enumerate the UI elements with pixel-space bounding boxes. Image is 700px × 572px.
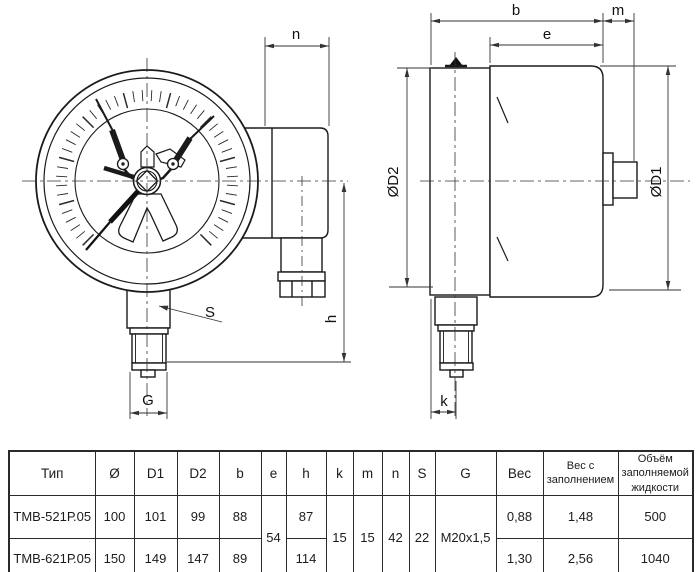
cell-dia-1: 100 bbox=[94, 494, 135, 539]
fill-plug-mark bbox=[449, 57, 463, 66]
cell-volume-1: 500 bbox=[617, 494, 694, 539]
cell-weight-2: 1,30 bbox=[495, 537, 544, 572]
cell-m-merged: 15 bbox=[352, 494, 383, 572]
cell-dia-2: 150 bbox=[94, 537, 135, 572]
col-header-n: n bbox=[381, 450, 410, 496]
col-header-d1: D1 bbox=[133, 450, 178, 496]
col-header-weight: Вес bbox=[495, 450, 544, 496]
dim-label-h: h bbox=[323, 315, 340, 323]
dim-label-m: m bbox=[612, 2, 625, 19]
dimension-k: k bbox=[430, 299, 457, 419]
balance-arm bbox=[103, 165, 138, 181]
spec-table: Тип Ø D1 D2 b e h k m n S G Вес Вес с за… bbox=[8, 450, 694, 572]
dimension-d1: ØD1 bbox=[600, 65, 681, 291]
dim-label-e: e bbox=[543, 26, 551, 43]
cell-d1-1: 101 bbox=[133, 494, 178, 539]
cell-b-1: 88 bbox=[218, 494, 262, 539]
dim-label-s: S bbox=[205, 304, 215, 321]
col-header-s: S bbox=[408, 450, 436, 496]
col-header-k: k bbox=[325, 450, 354, 496]
case-side bbox=[429, 57, 638, 298]
cell-d1-2: 149 bbox=[133, 537, 178, 572]
col-header-h: h bbox=[285, 450, 327, 496]
cell-h-1: 87 bbox=[285, 494, 327, 539]
col-header-volume: Объём заполняемой жидкости bbox=[617, 450, 694, 496]
setpoint-pointer-right bbox=[153, 115, 215, 183]
cell-s-merged: 22 bbox=[408, 494, 436, 572]
table-row: ТМВ-621Р.05 150 149 147 89 114 1,30 2,56… bbox=[8, 537, 694, 572]
side-view: b m e ØD2 bbox=[385, 2, 690, 419]
dimension-m: m bbox=[603, 2, 635, 161]
cell-type-2: ТМВ-621Р.05 bbox=[8, 537, 96, 572]
dimension-b: b bbox=[430, 2, 604, 65]
col-header-type: Тип bbox=[8, 450, 96, 496]
col-header-e: e bbox=[260, 450, 287, 496]
dim-label-d1: ØD1 bbox=[648, 167, 665, 198]
cell-weight-filled-1: 1,48 bbox=[542, 494, 619, 539]
cell-e-merged: 54 bbox=[260, 494, 287, 572]
setpoint-knob bbox=[612, 161, 638, 199]
col-header-g: G bbox=[434, 450, 497, 496]
cell-weight-filled-2: 2,56 bbox=[542, 537, 619, 572]
col-header-m: m bbox=[352, 450, 383, 496]
col-header-b: b bbox=[218, 450, 262, 496]
cell-d2-2: 147 bbox=[176, 537, 220, 572]
table-row: ТМВ-521Р.05 100 101 99 88 54 87 15 15 42… bbox=[8, 494, 694, 572]
cell-h-2: 114 bbox=[285, 537, 327, 572]
cell-d2-1: 99 bbox=[176, 494, 220, 539]
cell-weight-1: 0,88 bbox=[495, 494, 544, 539]
col-header-dia: Ø bbox=[94, 450, 135, 496]
dim-label-g: G bbox=[142, 392, 154, 409]
dimension-g: G bbox=[129, 372, 168, 419]
setpoint-knob-flange bbox=[602, 152, 614, 206]
table-header-row: Тип Ø D1 D2 b e h k m n S G Вес Вес с за… bbox=[8, 450, 694, 496]
dim-label-d2: ØD2 bbox=[385, 167, 402, 198]
pressure-port-front bbox=[126, 284, 171, 378]
col-header-weight-filled: Вес с заполнением bbox=[542, 450, 619, 496]
dimension-d2: ØD2 bbox=[385, 67, 433, 288]
technical-drawing: n h G S bbox=[22, 2, 690, 419]
cell-volume-2: 1040 bbox=[617, 537, 694, 572]
junction-box bbox=[239, 127, 329, 306]
centerlines-front bbox=[22, 58, 348, 416]
callout-s: S bbox=[158, 304, 223, 323]
col-header-d2: D2 bbox=[176, 450, 220, 496]
centerlines-side bbox=[420, 52, 690, 418]
dimension-e: e bbox=[489, 26, 603, 63]
cell-type-1: ТМВ-521Р.05 bbox=[8, 494, 96, 539]
cell-g-merged: M20x1,5 bbox=[434, 494, 497, 572]
cell-k-merged: 15 bbox=[325, 494, 354, 572]
cell-b-2: 89 bbox=[218, 537, 262, 572]
dimension-h: h bbox=[167, 183, 351, 363]
dim-label-b: b bbox=[512, 2, 520, 19]
dimension-n: n bbox=[264, 26, 330, 126]
dim-label-n: n bbox=[292, 26, 300, 43]
pressure-port-side bbox=[434, 296, 478, 378]
dim-label-k: k bbox=[440, 393, 448, 410]
front-view: n h G S bbox=[22, 26, 351, 419]
cell-n-merged: 42 bbox=[381, 494, 410, 572]
